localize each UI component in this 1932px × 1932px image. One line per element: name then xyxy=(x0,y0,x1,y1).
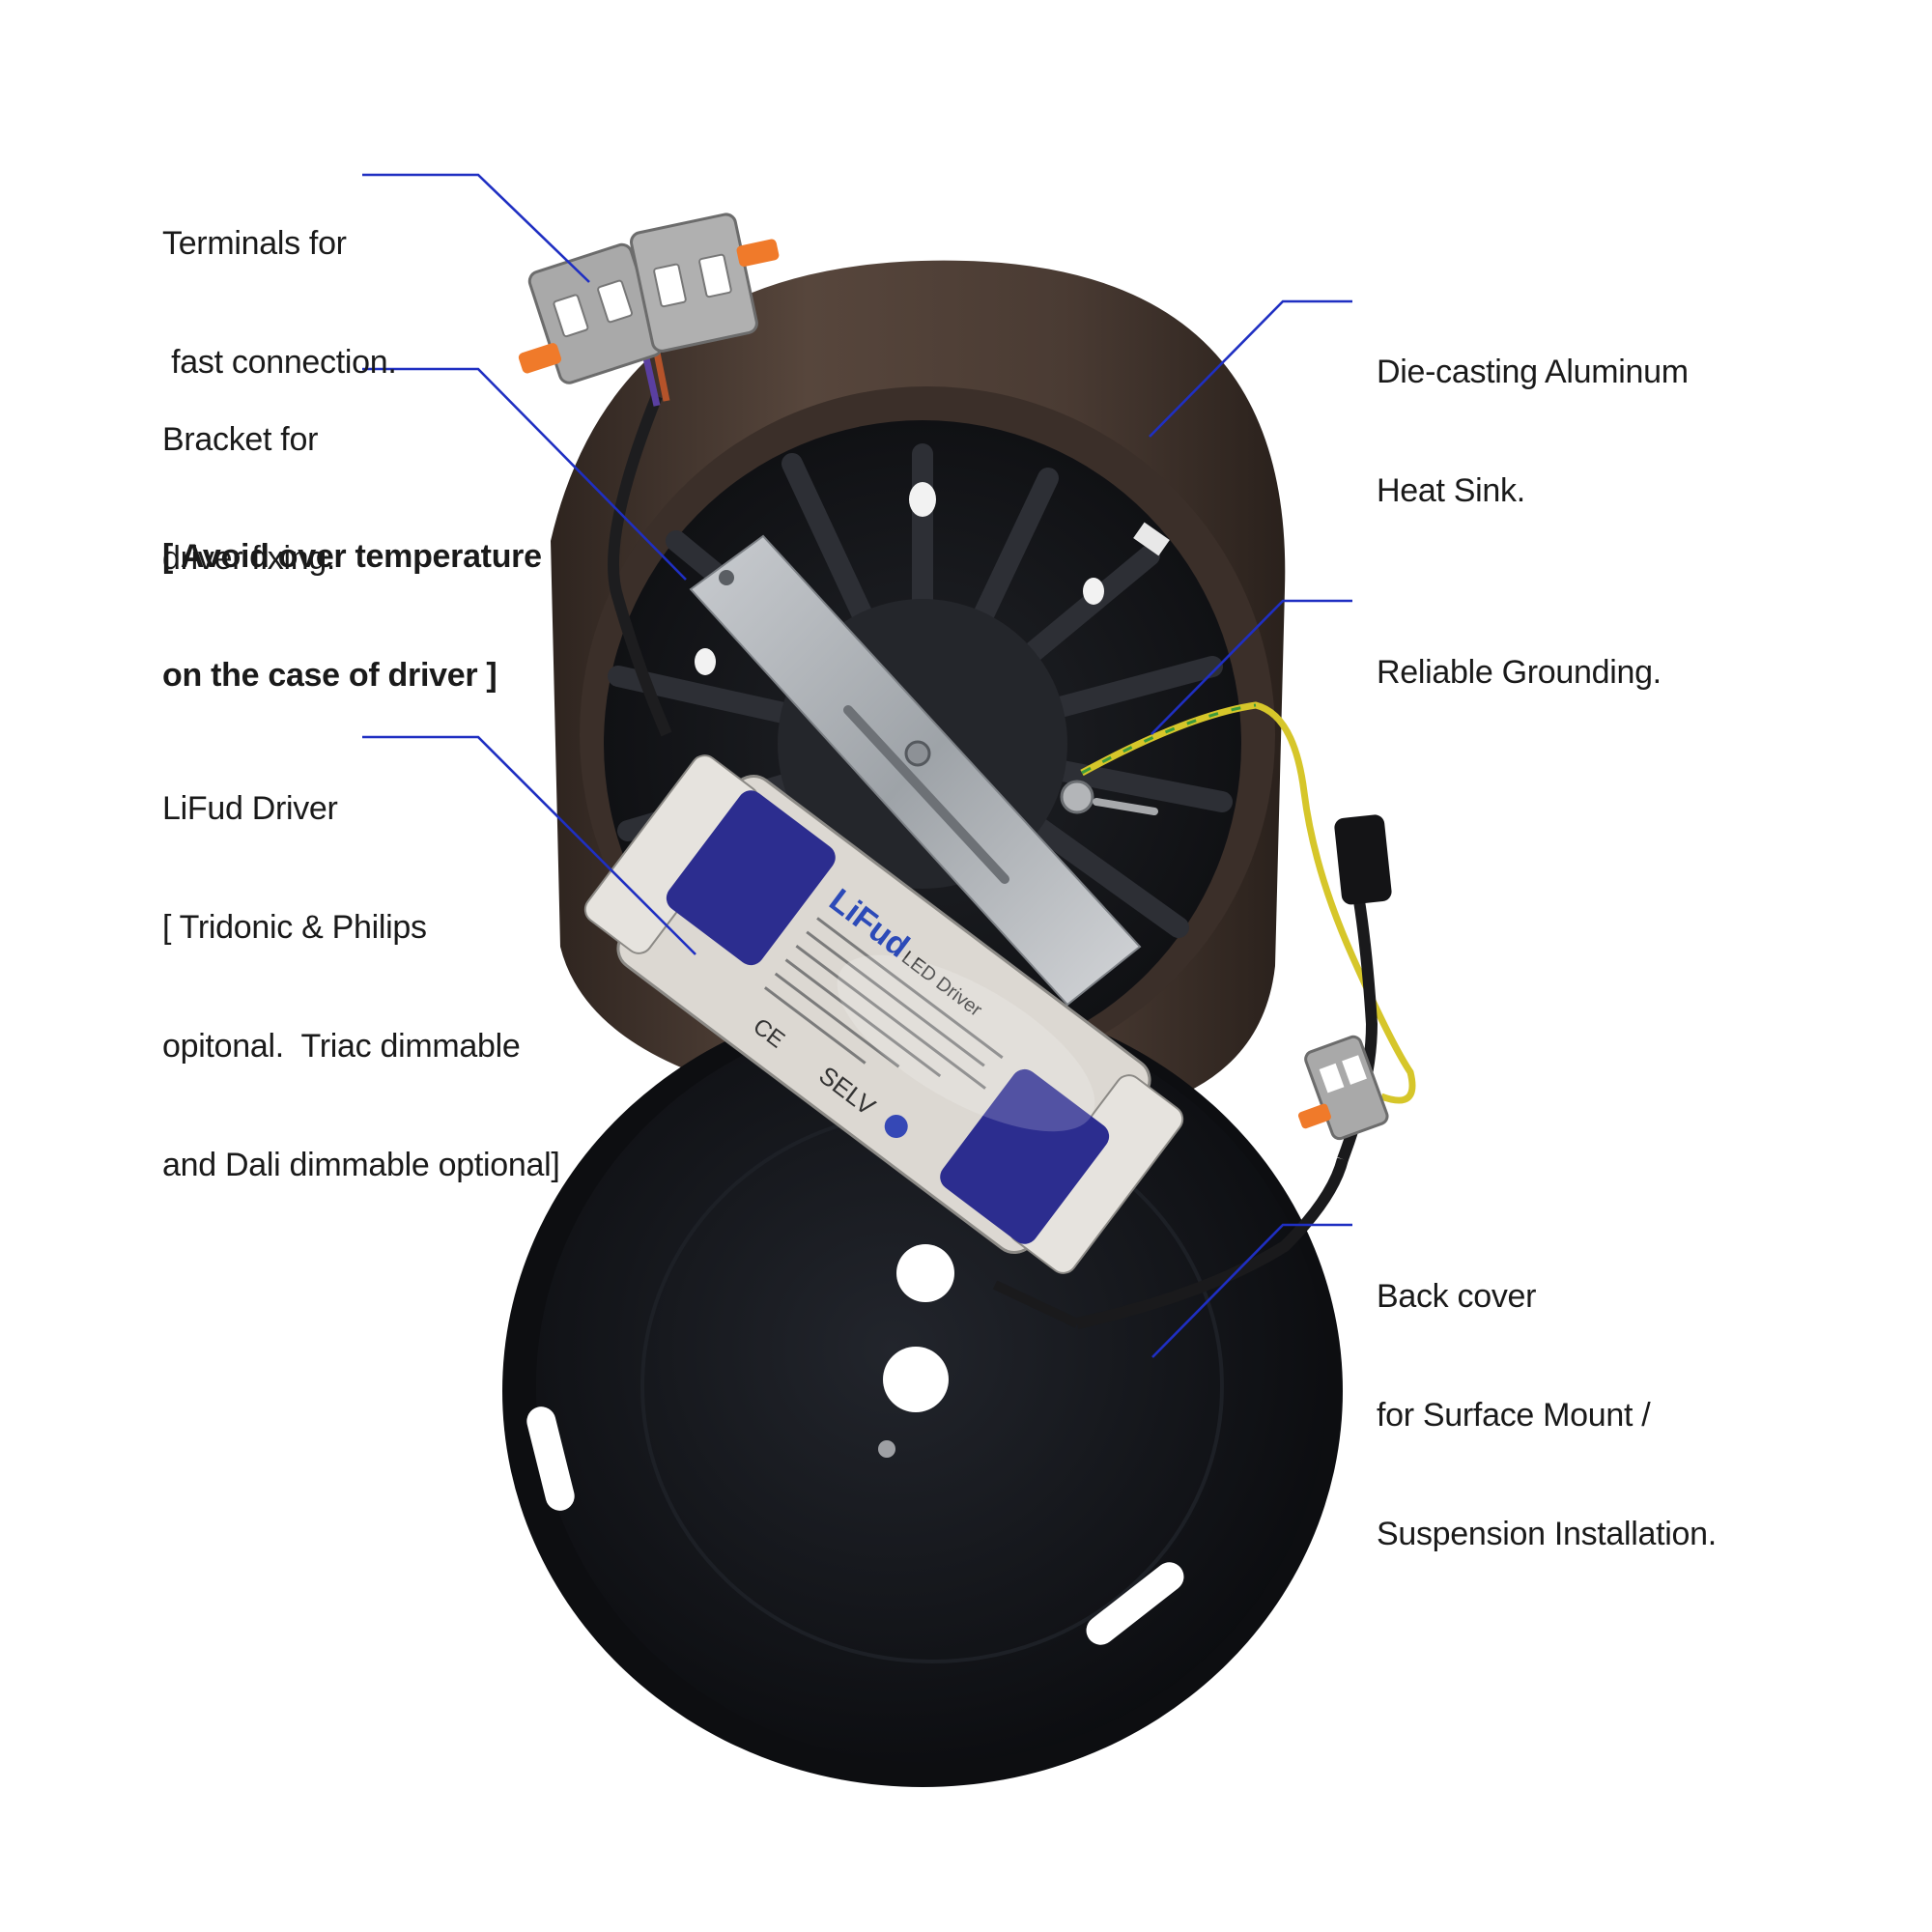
terminal-block xyxy=(630,213,780,353)
mount-slot xyxy=(1133,522,1170,556)
callout-bracket xyxy=(362,367,687,581)
callout-grounding xyxy=(1151,599,1352,735)
grounding-wire xyxy=(1060,701,1416,1104)
driver-cert-icon xyxy=(884,1115,908,1139)
output-cable xyxy=(992,814,1392,1329)
cover-hole xyxy=(896,1244,954,1302)
label-terminals: Terminals for fast connection. xyxy=(162,225,397,381)
cable-entry-hole xyxy=(883,1347,949,1412)
terminal-block xyxy=(1297,1035,1389,1141)
callout-heatsink xyxy=(1149,299,1352,438)
label-back-cover: Back cover for Surface Mount / Suspensio… xyxy=(1377,1278,1717,1552)
led-driver: LiFud LED Driver CE SELV xyxy=(583,754,1184,1274)
driver-bracket xyxy=(689,534,1142,1007)
label-driver: LiFud Driver [ Tridonic & Philips opiton… xyxy=(162,790,560,1183)
callout-driver xyxy=(362,735,696,955)
label-temperature-warning: [ Avoid over temperature on the case of … xyxy=(162,538,542,694)
driver-cap-output xyxy=(940,1068,1110,1244)
driver-cap-input xyxy=(666,790,836,966)
callout-terminals xyxy=(362,173,590,283)
terminal-connectors xyxy=(518,213,780,384)
label-grounding: Reliable Grounding. xyxy=(1377,654,1662,691)
mount-hole xyxy=(695,648,716,675)
terminal-block xyxy=(518,242,664,384)
cover-slot xyxy=(1086,1562,1184,1645)
cover-screw xyxy=(878,1440,895,1458)
callout-backcover xyxy=(1151,1223,1352,1358)
mount-hole xyxy=(1083,578,1104,605)
ground-screw xyxy=(1060,780,1094,814)
cover-slot xyxy=(526,1406,575,1511)
label-bracket: Bracket for driver fixing. xyxy=(162,421,336,577)
dc-connector xyxy=(1334,814,1392,905)
label-heat-sink: Die-casting Aluminum Heat Sink. xyxy=(1377,354,1689,509)
back-cover xyxy=(502,995,1343,1787)
mount-hole xyxy=(909,482,936,517)
callout-lines xyxy=(362,173,1352,1358)
